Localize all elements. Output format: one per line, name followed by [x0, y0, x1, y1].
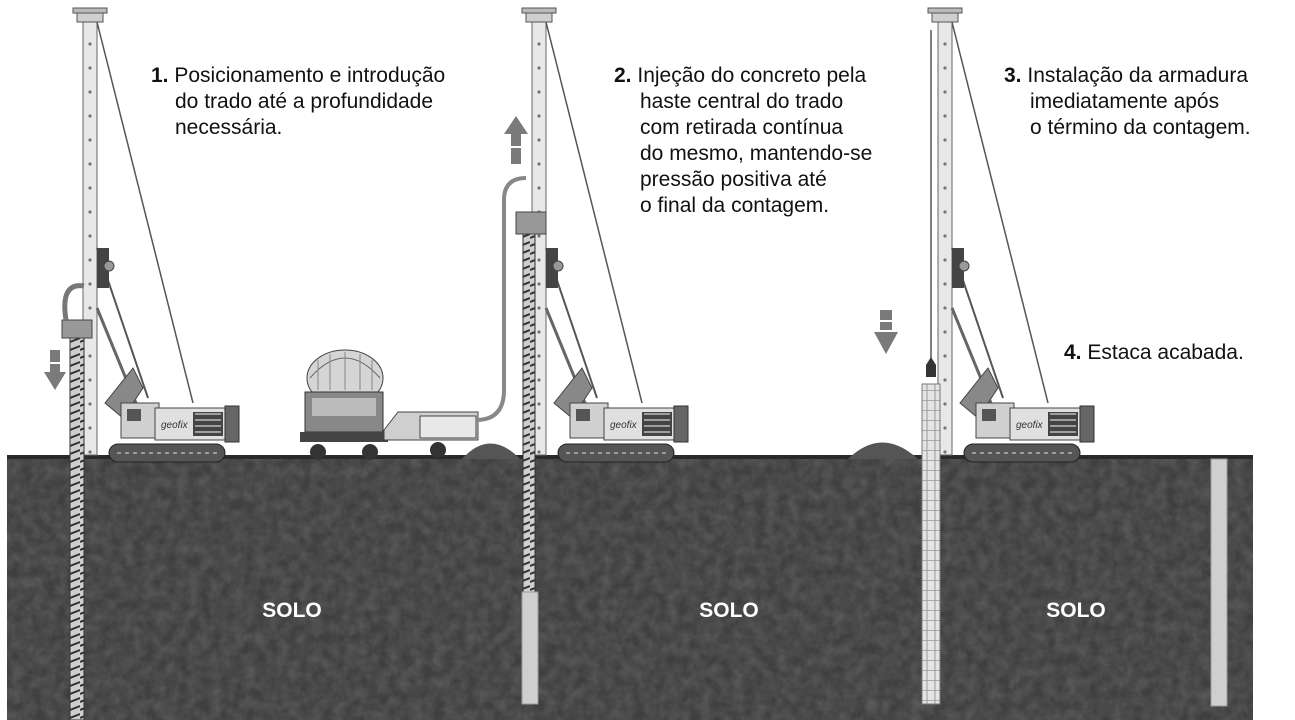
step-line: Estaca acabada.	[1087, 341, 1244, 364]
step-line: o final da contagem.	[640, 194, 830, 217]
step-2-text: 2. Injeção do concreto pela haste centra…	[614, 63, 872, 219]
step-line: do trado até a profundidade	[175, 90, 434, 113]
down-arrow-icon	[874, 310, 898, 354]
reinforcement-cage	[921, 30, 941, 705]
step-4-text: 4. Estaca acabada.	[1064, 340, 1244, 366]
step-1-text: 1. Posicionamento e introdução do trado …	[151, 63, 445, 141]
step-line: Posicionamento e introdução	[174, 64, 446, 87]
spoil-mound	[848, 442, 918, 459]
step-number: 1.	[151, 64, 169, 87]
down-arrow-icon	[44, 350, 66, 390]
step-line: do mesmo, mantendo-se	[640, 142, 873, 165]
concrete-pump	[383, 176, 527, 458]
soil	[7, 455, 1253, 720]
step-line: necessária.	[175, 116, 283, 139]
step-number: 2.	[614, 64, 632, 87]
step-line: o término da contagem.	[1030, 116, 1251, 139]
step-number: 4.	[1064, 341, 1082, 364]
finished-pile	[1210, 458, 1228, 707]
step-line: Instalação da armadura	[1027, 64, 1248, 87]
concrete-truck	[300, 349, 388, 460]
soil-label: SOLO	[699, 599, 759, 622]
soil-label: SOLO	[1046, 599, 1106, 622]
step-line: haste central do trado	[640, 90, 844, 113]
up-arrow-icon	[504, 116, 528, 164]
step-line: Injeção do concreto pela	[637, 64, 867, 87]
step-line: pressão positiva até	[640, 168, 827, 191]
auger-stage-2	[515, 211, 547, 705]
auger-stage-1	[61, 283, 93, 720]
step-line: com retirada contínua	[640, 116, 844, 139]
spoil-mound	[462, 443, 520, 459]
soil-label: SOLO	[262, 599, 322, 622]
step-3-text: 3. Instalação da armadura imediatamente …	[1004, 63, 1251, 141]
step-line: imediatamente após	[1030, 90, 1220, 113]
step-number: 3.	[1004, 64, 1022, 87]
